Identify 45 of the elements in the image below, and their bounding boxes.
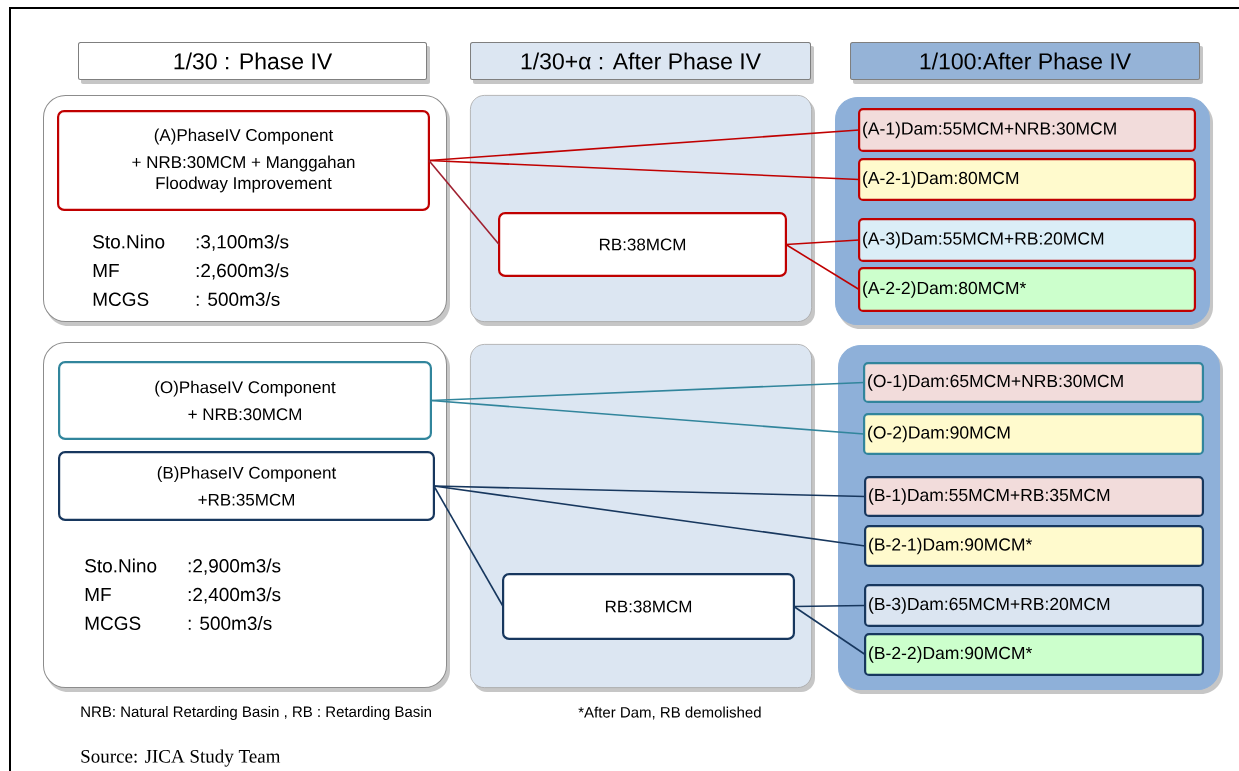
option-box: (O-2)Dam:90MCM bbox=[863, 413, 1204, 455]
option-box: (O-1)Dam:65MCM+NRB:30MCM bbox=[863, 362, 1204, 403]
connector-line bbox=[793, 604, 866, 608]
option-box: (B-3)Dam:65MCM+RB:20MCM bbox=[864, 584, 1204, 627]
source-note: Source: JICA Study Team bbox=[81, 749, 281, 767]
connector-line bbox=[433, 485, 504, 608]
node-label: Sto.Nino bbox=[93, 234, 165, 249]
column-header: 1/30 : Phase IV bbox=[78, 42, 430, 84]
node-label: :2,900m3/s bbox=[188, 558, 281, 575]
node-label: MCGS bbox=[93, 292, 149, 307]
option-box: (A-2-1)Dam:80MCM bbox=[858, 158, 1196, 201]
footnote: *After Dam, RB demolished bbox=[578, 706, 761, 720]
option-box: (B-2-2)Dam:90MCM* bbox=[864, 633, 1204, 676]
option-box: (O)PhaseIV Component + NRB:30MCM bbox=[58, 361, 432, 440]
column-header: 1/30+α : After Phase IV bbox=[470, 42, 814, 84]
connector-line bbox=[433, 485, 866, 547]
node-label: : 500m3/s bbox=[188, 616, 272, 631]
option-box: (A)PhaseIV Component + NRB:30MCM + Manggahan Floodway Improvement bbox=[57, 110, 430, 211]
connector-line bbox=[433, 485, 866, 498]
option-box: (A-3)Dam:55MCM+RB:20MCM bbox=[858, 218, 1196, 262]
option-box: (B-2-1)Dam:90MCM* bbox=[864, 525, 1204, 567]
node-label: :2,400m3/s bbox=[188, 587, 281, 604]
connector-line bbox=[785, 239, 860, 246]
node-label: MCGS bbox=[85, 616, 141, 631]
node-label: Sto.Nino bbox=[85, 558, 157, 573]
node-label: : 500m3/s bbox=[196, 292, 280, 307]
node-label: MF bbox=[93, 264, 119, 278]
option-box: RB:38MCM bbox=[502, 573, 795, 640]
option-box: (A-1)Dam:55MCM+NRB:30MCM bbox=[858, 108, 1196, 152]
node-label: MF bbox=[85, 588, 111, 602]
connector-line bbox=[428, 159, 500, 246]
connector-line bbox=[430, 399, 865, 435]
column-header: 1/100:After Phase IV bbox=[850, 42, 1203, 84]
footnote: NRB: Natural Retarding Basin , RB : Retarding Basin bbox=[81, 706, 431, 720]
option-box: (B)PhaseIV Component +RB:35MCM bbox=[58, 451, 435, 521]
connector-line bbox=[793, 605, 866, 656]
option-box: RB:38MCM bbox=[498, 212, 787, 277]
node-label: :2,600m3/s bbox=[196, 263, 289, 280]
connector-line bbox=[785, 243, 860, 291]
connector-line bbox=[428, 159, 860, 181]
node-label: :3,100m3/s bbox=[196, 234, 289, 251]
discharge-table: Sto.Nino :3,100m3/s MF :2,600m3/s MCGS : 500m3/s bbox=[93, 234, 289, 306]
option-box: (A-2-2)Dam:80MCM* bbox=[858, 267, 1196, 312]
discharge-table: Sto.Nino :2,900m3/s MF :2,400m3/s MCGS : 500m3/s bbox=[85, 558, 281, 630]
option-box: (B-1)Dam:55MCM+RB:35MCM bbox=[864, 476, 1204, 517]
